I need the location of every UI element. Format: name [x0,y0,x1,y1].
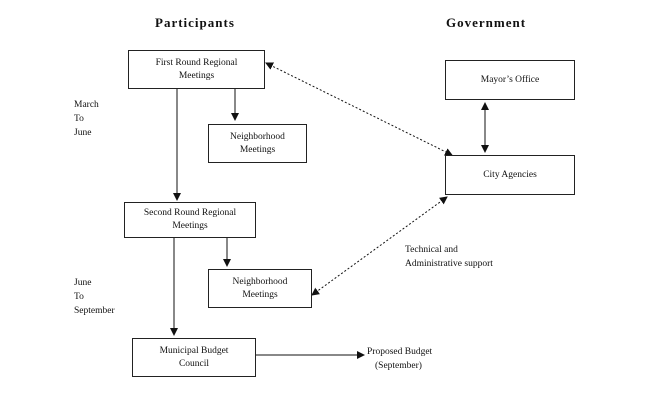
label-line: September [74,305,115,316]
box-line: Second Round Regional [143,208,237,219]
label-line: Administrative support [405,258,493,269]
proposed-budget-text: Proposed Budget (September) [367,346,432,374]
proposed-budget-line: (September) [375,360,422,371]
label-line: To [74,113,84,124]
participants-header: Participants [155,15,235,30]
government-header: Government [446,15,527,30]
box-line: Meetings [178,70,215,81]
mayors-office-box: Mayor’s Office [445,60,575,100]
box-line: First Round Regional [155,57,238,68]
dotted-first-round-agencies [265,62,453,156]
municipal-budget-council-box: Municipal Budget Council [132,338,256,377]
box-line: Neighborhood [230,131,285,142]
label-line: June [74,278,92,288]
label-line: Technical and [405,245,458,255]
box-line: City Agencies [483,169,537,180]
label-line: March [74,100,99,110]
proposed-budget-line: Proposed Budget [367,347,433,357]
march-to-june-label: March To June [74,99,99,140]
label-line: June [74,127,92,138]
label-line: To [74,291,84,302]
second-round-regional-meetings-box: Second Round Regional Meetings [124,202,256,238]
box-line: Mayor’s Office [480,74,540,85]
box-line: Meetings [242,289,278,300]
technical-support-label: Technical and Administrative support [405,244,493,272]
box-line: Council [178,358,210,369]
neighborhood-meetings-box-2: Neighborhood Meetings [208,269,312,308]
neighborhood-meetings-box-1: Neighborhood Meetings [208,124,307,163]
first-round-regional-meetings-box: First Round Regional Meetings [128,50,265,89]
box-line: Neighborhood [232,276,288,287]
box-line: Meetings [172,221,208,231]
city-agencies-box: City Agencies [445,155,575,195]
box-line: Municipal Budget [159,345,229,356]
box-line: Meetings [239,144,276,155]
june-to-september-label: June To September [74,277,115,318]
